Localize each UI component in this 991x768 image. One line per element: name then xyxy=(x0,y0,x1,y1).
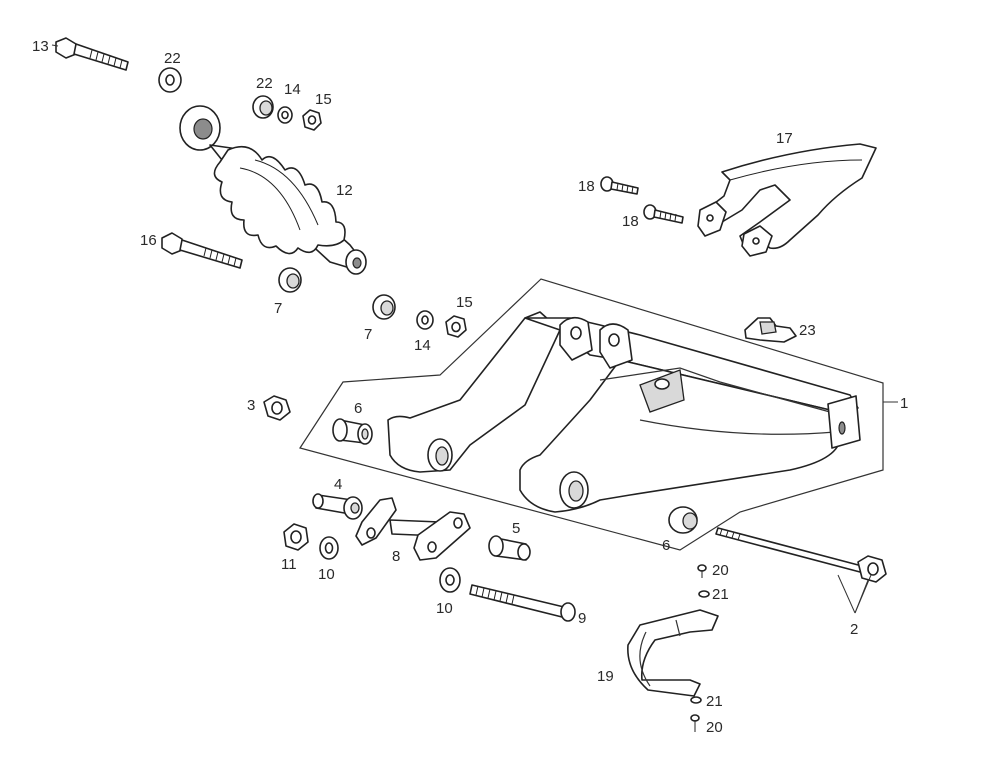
shock-absorber xyxy=(179,105,367,275)
bushing-22b xyxy=(252,95,274,119)
callout-22-right: 22 xyxy=(256,75,273,92)
nut-3 xyxy=(263,395,291,421)
callout-18-bottom: 18 xyxy=(622,213,639,230)
callout-21-bottom: 21 xyxy=(706,693,723,710)
clip-23 xyxy=(744,317,797,343)
bushing-7a xyxy=(278,267,302,293)
chain-guard xyxy=(697,143,877,257)
callout-15-mid: 15 xyxy=(456,294,473,311)
callout-17: 17 xyxy=(776,130,793,147)
callout-12: 12 xyxy=(336,182,353,199)
callout-9: 9 xyxy=(578,610,586,627)
callout-20-top: 20 xyxy=(712,562,729,579)
washer-14b xyxy=(416,310,434,330)
callout-4: 4 xyxy=(334,476,342,493)
callout-2: 2 xyxy=(850,621,858,638)
callout-22-left: 22 xyxy=(164,50,181,67)
washer-10b xyxy=(439,567,461,593)
nut-11 xyxy=(283,523,309,551)
callout-6-left: 6 xyxy=(354,400,362,417)
callout-7-left: 7 xyxy=(274,300,282,317)
bushing-6b xyxy=(668,506,698,534)
nut-15a xyxy=(302,109,322,131)
callout-13: 13 xyxy=(32,38,49,55)
bolt-9 xyxy=(469,584,576,622)
washer-22a xyxy=(158,67,182,93)
callout-23: 23 xyxy=(799,322,816,339)
screw-18b xyxy=(643,204,684,224)
bracket-19 xyxy=(627,609,719,697)
callouts: 1 2 3 4 5 6 6 7 7 8 9 10 10 11 12 13 14 … xyxy=(32,38,908,736)
bushing-5 xyxy=(488,535,531,561)
callout-10-left: 10 xyxy=(318,566,335,583)
callout-3: 3 xyxy=(247,397,255,414)
bolt-16 xyxy=(161,232,243,269)
callout-19: 19 xyxy=(597,668,614,685)
washer-21a xyxy=(698,590,710,598)
callout-16: 16 xyxy=(140,232,157,249)
screw-20a xyxy=(697,564,707,578)
callout-18-top: 18 xyxy=(578,178,595,195)
callout-1: 1 xyxy=(900,395,908,412)
bushing-6a xyxy=(332,418,373,445)
screw-20b xyxy=(690,714,700,732)
washer-10a xyxy=(319,536,339,560)
callout-11: 11 xyxy=(281,556,297,573)
bolt-13 xyxy=(55,37,129,71)
leader-lines xyxy=(51,44,898,614)
callout-21-top: 21 xyxy=(712,586,729,603)
callout-14-top: 14 xyxy=(284,81,301,98)
bushing-7b xyxy=(372,294,396,320)
callout-8: 8 xyxy=(392,548,400,565)
callout-15-top: 15 xyxy=(315,91,332,108)
screw-18a xyxy=(600,176,639,195)
pin-4 xyxy=(312,493,363,520)
swingarm-group-outline xyxy=(299,278,884,551)
callout-14-mid: 14 xyxy=(414,337,431,354)
swingarm xyxy=(387,311,861,513)
callout-6-right: 6 xyxy=(662,537,670,554)
axle-2 xyxy=(715,527,887,583)
callout-5: 5 xyxy=(512,520,520,537)
washer-14a xyxy=(277,106,293,124)
callout-10-right: 10 xyxy=(436,600,453,617)
callout-7-mid: 7 xyxy=(364,326,372,343)
bracket-8 xyxy=(355,497,471,561)
callout-20-bottom: 20 xyxy=(706,719,723,736)
washer-21b xyxy=(690,696,702,704)
nut-15b xyxy=(445,315,467,338)
